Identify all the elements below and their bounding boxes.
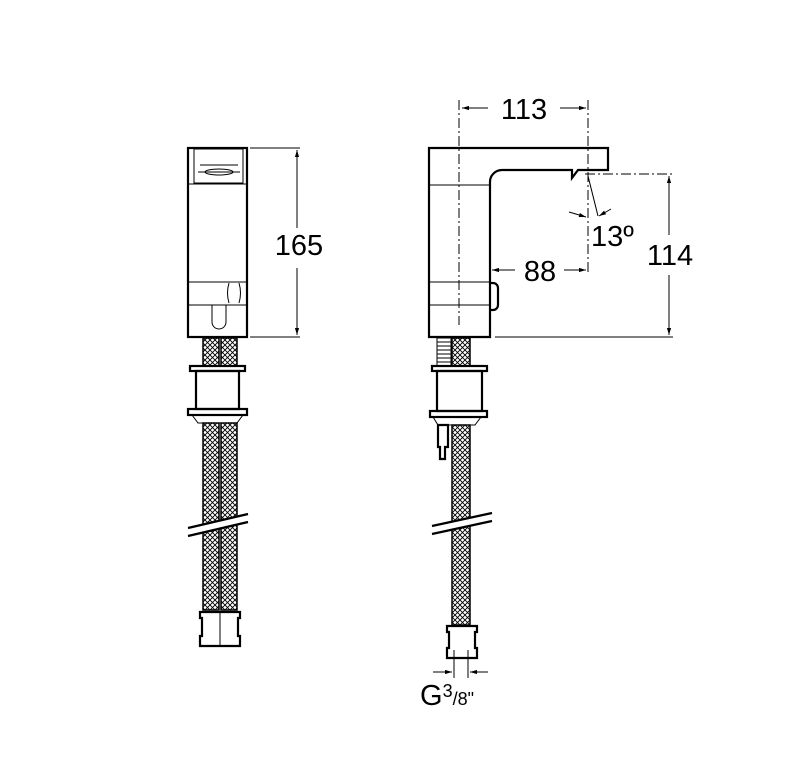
- hose-nut-side: [445, 624, 479, 660]
- sensor-window: [193, 148, 244, 184]
- front-view: 165: [186, 146, 323, 648]
- faucet-body-front: [186, 146, 249, 339]
- valve-stub: [436, 423, 450, 461]
- hose-left: [202, 422, 220, 611]
- projection-dimension-label: 88: [524, 256, 556, 288]
- reach-dimension-label: 113: [501, 94, 547, 126]
- break-mark: [188, 514, 248, 536]
- side-view: 113 13º 88 114 G3/8": [420, 94, 693, 712]
- height-dimension-label: 165: [275, 230, 323, 262]
- side-button: [490, 281, 500, 312]
- faucet-body-side: [427, 146, 610, 339]
- hose-nuts-front: [198, 610, 242, 648]
- outlet-height-dimension-label: 114: [647, 240, 693, 272]
- connection-thread-label: G3/8": [420, 680, 474, 712]
- angle-dimension-label: 13º: [591, 221, 634, 253]
